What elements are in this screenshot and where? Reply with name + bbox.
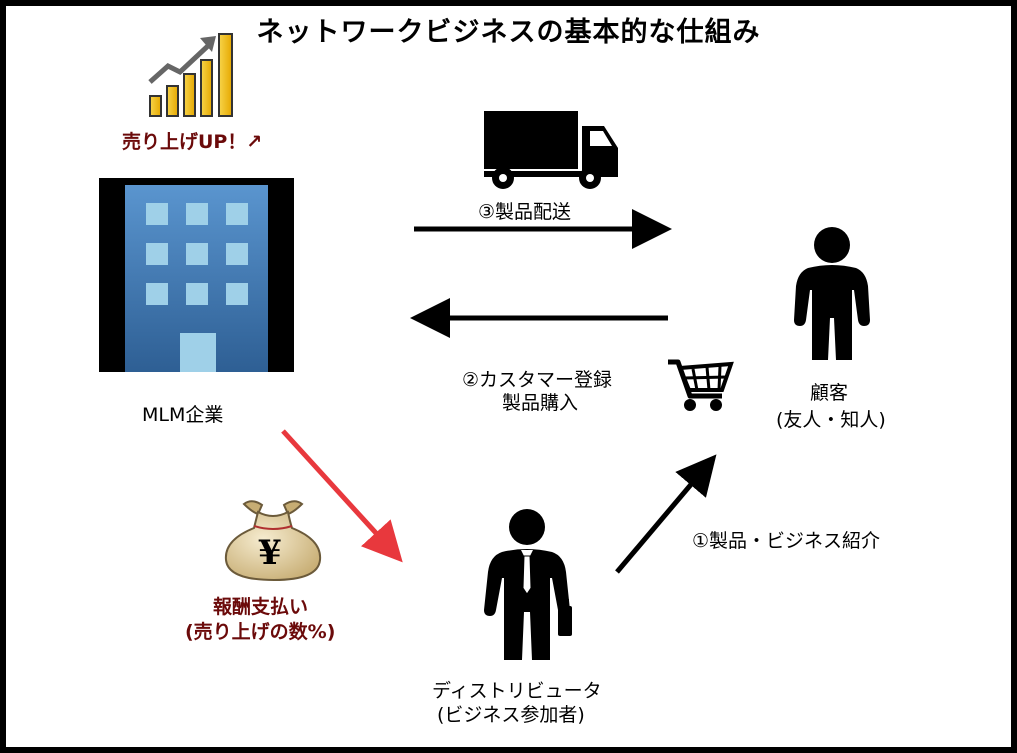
purchase-label-line2: 製品購入 [502, 392, 579, 414]
yen-sign: ¥ [258, 533, 282, 573]
shopping-cart-icon [668, 359, 734, 411]
reward-label-line1: 報酬支払い [213, 596, 309, 618]
money-bag-icon [224, 500, 322, 582]
purchase-label-line1: ②カスタマー登録 [462, 369, 613, 391]
reward-label-line2: (売り上げの数%) [185, 621, 336, 643]
truck-icon [484, 111, 618, 189]
company-building-icon [99, 178, 294, 372]
distributor-label-line1: ディストリビュータ [432, 680, 602, 702]
company-label: MLM企業 [142, 404, 224, 426]
delivery-label: ③製品配送 [478, 201, 572, 223]
customer-label-line1: 顧客 [810, 382, 849, 404]
distributor-person-icon [484, 509, 572, 660]
sales-chart-icon [148, 33, 233, 117]
reward-arrow [281, 429, 403, 563]
sales-up-label: 売り上げUP！↗ [122, 131, 263, 153]
customer-label-line2: (友人・知人) [776, 409, 886, 431]
distributor-label-line2: (ビジネス参加者) [437, 704, 585, 726]
page-title: ネットワークビジネスの基本的な仕組み [256, 17, 761, 48]
introduce-label: ①製品・ビジネス紹介 [692, 530, 881, 552]
introduce-arrow [615, 454, 717, 574]
customer-person-icon [794, 227, 870, 360]
